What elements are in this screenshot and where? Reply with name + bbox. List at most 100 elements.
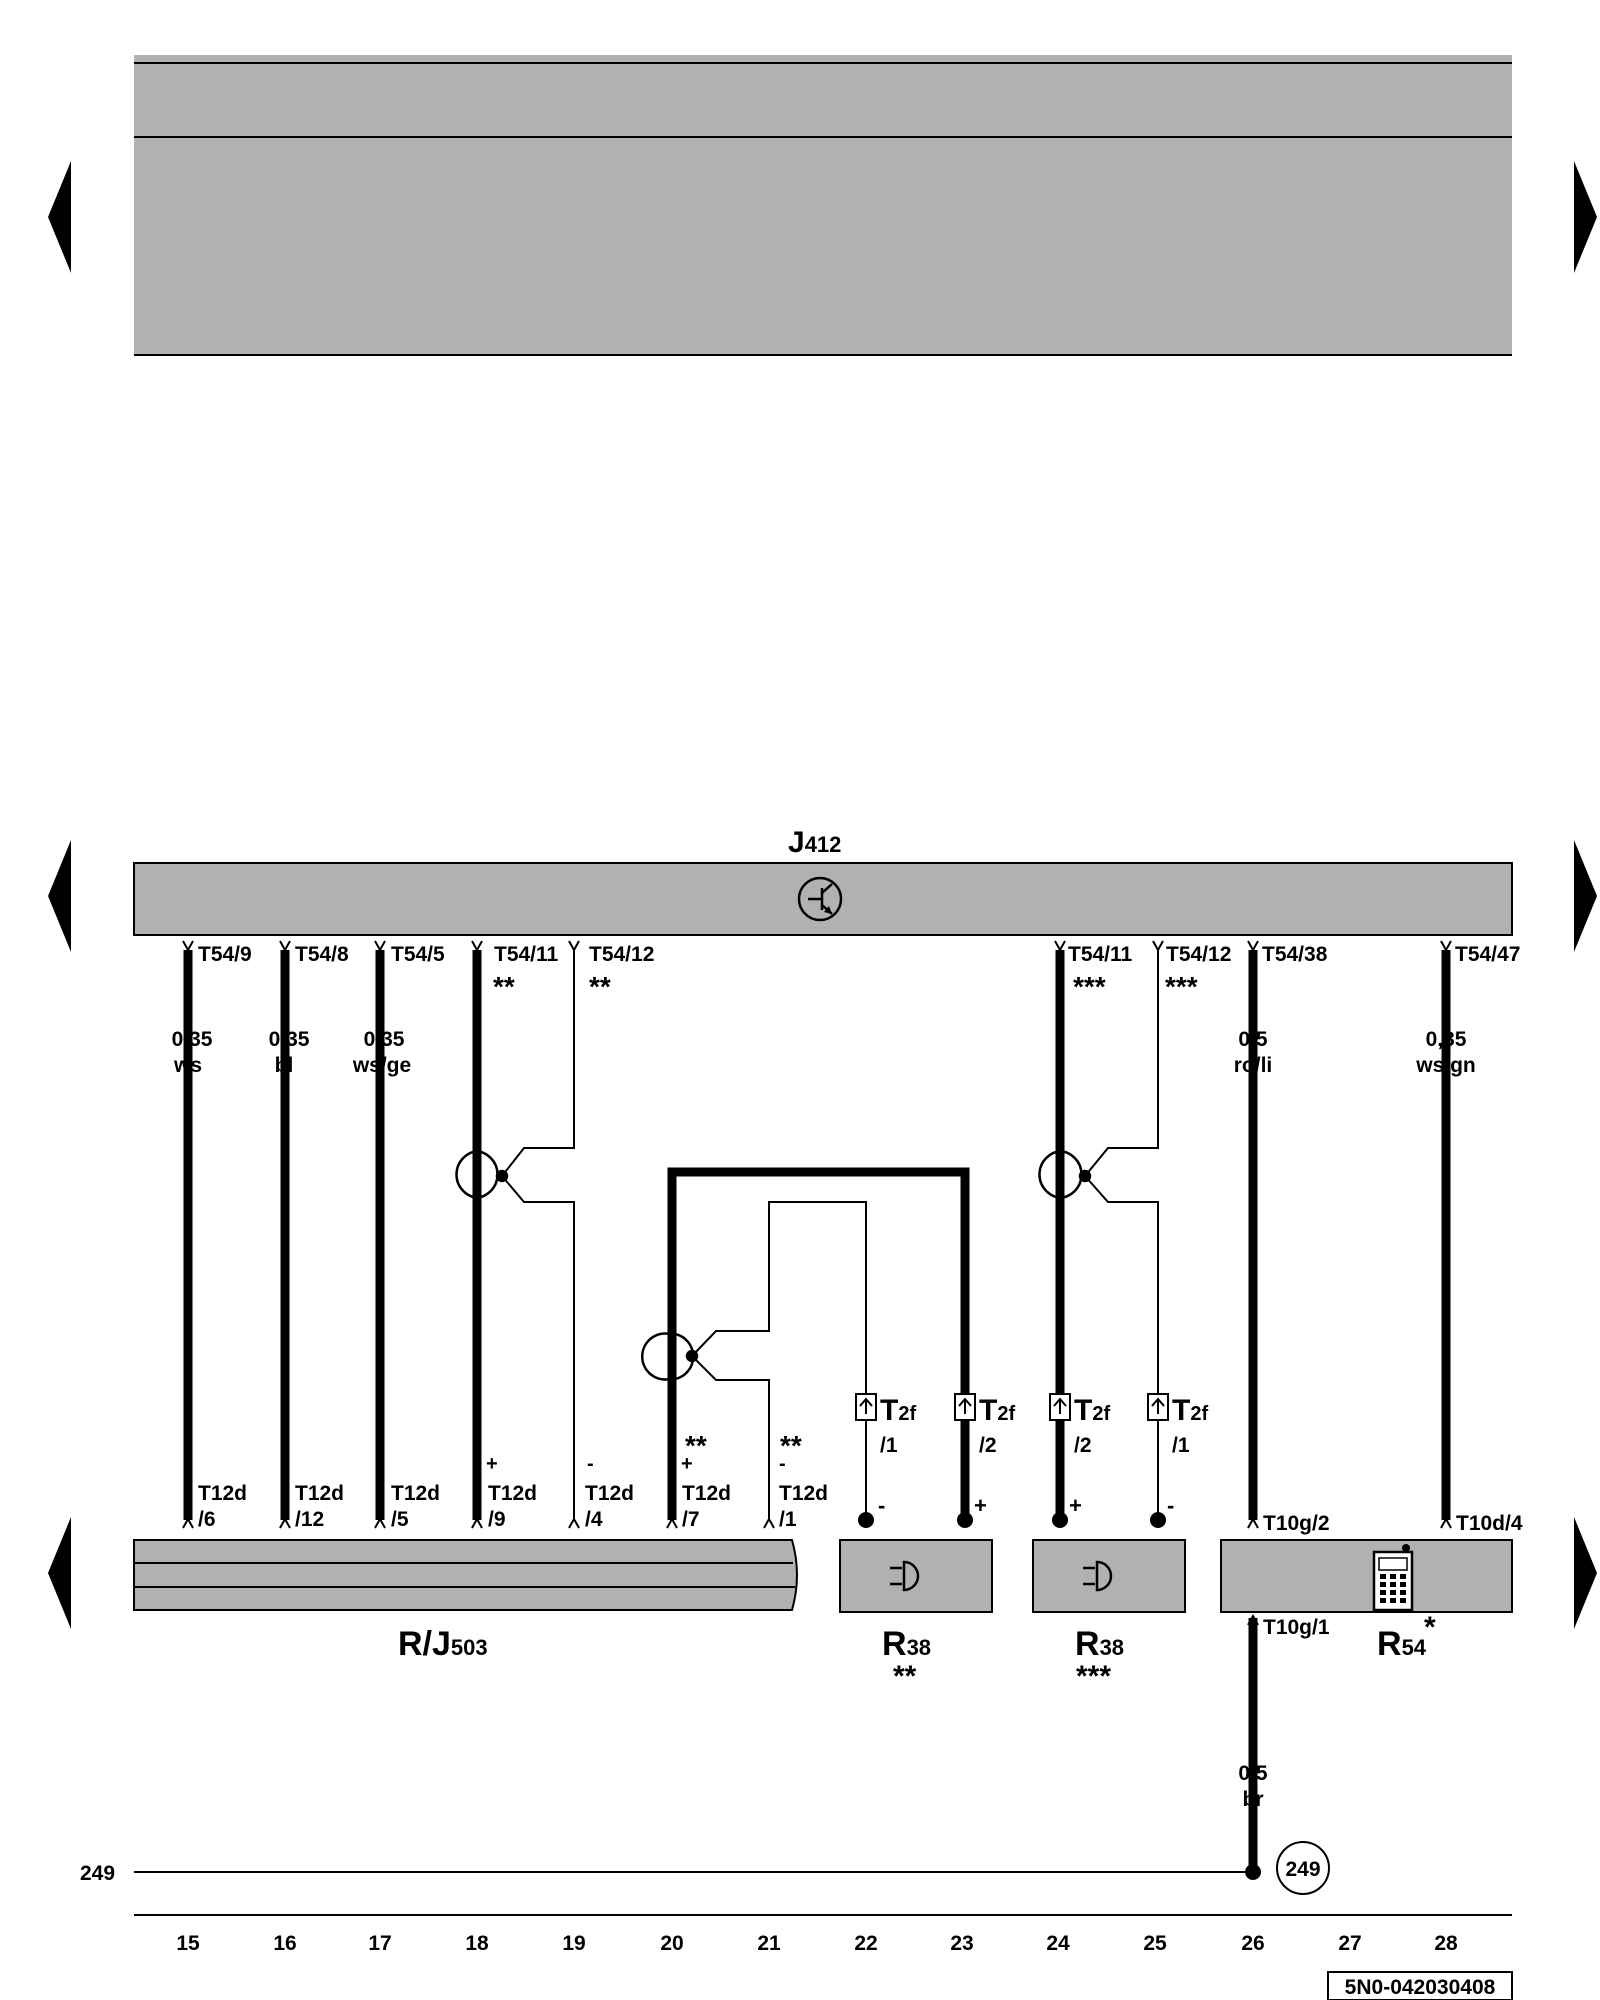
wire-size: 0,35 bbox=[269, 1028, 310, 1051]
wire-color: ws/ge bbox=[352, 1054, 411, 1077]
top-pin: T54/11 bbox=[494, 943, 559, 966]
top-pin: T54/47 bbox=[1455, 943, 1520, 966]
track-number: 20 bbox=[660, 1932, 683, 1955]
top-pin: T54/38 bbox=[1262, 943, 1328, 966]
next-arrow[interactable] bbox=[1574, 1517, 1597, 1629]
plug-label: T2f bbox=[1074, 1394, 1110, 1427]
track-number: 16 bbox=[273, 1932, 296, 1955]
rj503-label: R/J503 bbox=[398, 1625, 488, 1663]
r38-speaker-a bbox=[839, 1539, 993, 1613]
r38-speaker-b bbox=[1032, 1539, 1186, 1613]
wire-size: 0,35 bbox=[1426, 1028, 1467, 1051]
variant-note: ** bbox=[589, 971, 611, 1002]
variant-note: *** bbox=[1165, 971, 1198, 1002]
wire-25 bbox=[1083, 950, 1159, 1520]
wire-size: 0,35 bbox=[172, 1028, 213, 1051]
wire-19 bbox=[500, 950, 575, 1520]
wire-color: ro/li bbox=[1234, 1054, 1273, 1077]
bottom-pin-num: /4 bbox=[585, 1508, 603, 1531]
prev-arrow[interactable] bbox=[48, 840, 71, 952]
wire-size: 0,35 bbox=[364, 1028, 405, 1051]
wire-size: 0,5 bbox=[1238, 1028, 1268, 1051]
track-number: 25 bbox=[1143, 1932, 1167, 1955]
track-number: 26 bbox=[1241, 1932, 1264, 1955]
variant-note: ** bbox=[685, 1430, 707, 1461]
top-pin: T54/12 bbox=[1166, 943, 1231, 966]
polarity-mark: - bbox=[1167, 1493, 1174, 1518]
plug-num: /2 bbox=[979, 1434, 997, 1457]
polarity-mark: - bbox=[587, 1453, 594, 1475]
track-number: 21 bbox=[757, 1932, 781, 1955]
next-arrow[interactable] bbox=[1574, 161, 1597, 273]
plug-num: /2 bbox=[1074, 1434, 1092, 1457]
bottom-pin: T12d bbox=[198, 1482, 247, 1505]
next-arrow[interactable] bbox=[1574, 840, 1597, 952]
ground-ref-label: 249 bbox=[80, 1862, 115, 1885]
plug-num: /1 bbox=[880, 1434, 898, 1457]
wire-color: ws/gn bbox=[1415, 1054, 1476, 1077]
top-pin: T54/9 bbox=[198, 943, 252, 966]
polarity-mark: - bbox=[779, 1453, 786, 1475]
track-number: 19 bbox=[562, 1932, 585, 1955]
variant-note: ** bbox=[493, 971, 515, 1002]
doc-id-box bbox=[1327, 1971, 1513, 2000]
bottom-pin-num: /7 bbox=[682, 1508, 700, 1531]
variant-note: ** bbox=[780, 1430, 802, 1461]
speaker-icon bbox=[890, 1560, 920, 1592]
bottom-pin-num: /5 bbox=[391, 1508, 409, 1531]
track-number: 22 bbox=[854, 1932, 877, 1955]
ground-circle-label: 249 bbox=[1285, 1858, 1320, 1881]
bottom-pin: T12d bbox=[295, 1482, 344, 1505]
ground-reference-circle bbox=[1276, 1841, 1330, 1895]
track-number: 18 bbox=[465, 1932, 489, 1955]
doc-id: 5N0-042030408 bbox=[1345, 1976, 1496, 1999]
plug-icon bbox=[855, 1393, 1169, 1421]
bottom-pin: T12d bbox=[488, 1482, 537, 1505]
r54-label: R54 bbox=[1377, 1625, 1427, 1663]
wire-color: bl bbox=[275, 1054, 294, 1077]
bottom-pin: T10g/2 bbox=[1263, 1512, 1330, 1535]
bottom-pin-num: /6 bbox=[198, 1508, 216, 1531]
bottom-connector-arrows bbox=[182, 1516, 1452, 1626]
track-number: 27 bbox=[1338, 1932, 1361, 1955]
twisted-pair-icon bbox=[1038, 1149, 1092, 1200]
plug-num: /1 bbox=[1172, 1434, 1190, 1457]
polarity-mark: + bbox=[681, 1453, 693, 1475]
plug-label: T2f bbox=[1172, 1394, 1208, 1427]
bottom-pin: T12d bbox=[682, 1482, 731, 1505]
bottom-pin: T12d bbox=[779, 1482, 828, 1505]
plug-label: T2f bbox=[880, 1394, 916, 1427]
bottom-pin-num: /12 bbox=[295, 1508, 324, 1531]
bottom-pin-num: /9 bbox=[488, 1508, 506, 1531]
rj503-unit bbox=[133, 1539, 798, 1611]
top-pin: T54/12 bbox=[589, 943, 654, 966]
wire-size: 0,5 bbox=[1238, 1762, 1268, 1785]
twisted-pair-icon bbox=[641, 1332, 699, 1381]
transistor-symbol-icon bbox=[797, 876, 843, 922]
r54-unit bbox=[1220, 1539, 1513, 1613]
top-connector-arrows bbox=[182, 940, 1452, 953]
plug-label: T2f bbox=[979, 1394, 1015, 1427]
header-band bbox=[134, 55, 1512, 355]
track-number: 15 bbox=[176, 1932, 200, 1955]
variant-note: *** bbox=[1073, 971, 1106, 1002]
top-pin: T54/11 bbox=[1068, 943, 1133, 966]
r38-a-label: R38 bbox=[882, 1625, 931, 1663]
bottom-pin: T10d/4 bbox=[1456, 1512, 1523, 1535]
track-number: 24 bbox=[1046, 1932, 1070, 1955]
prev-arrow[interactable] bbox=[48, 161, 71, 273]
r54-note: * bbox=[1424, 1611, 1436, 1644]
bottom-pin-num: /1 bbox=[779, 1508, 797, 1531]
polarity-mark: + bbox=[486, 1453, 498, 1475]
twisted-pair-icon bbox=[455, 1149, 509, 1200]
top-pin: T54/8 bbox=[295, 943, 349, 966]
bottom-pin: T10g/1 bbox=[1263, 1616, 1330, 1639]
remote-control-icon bbox=[1372, 1544, 1414, 1612]
connector-dots bbox=[858, 1512, 1261, 1880]
r38-b-label: R38 bbox=[1075, 1625, 1124, 1663]
polarity-mark: + bbox=[1069, 1493, 1082, 1518]
bottom-pin: T12d bbox=[585, 1482, 634, 1505]
r38-a-note: ** bbox=[893, 1660, 917, 1693]
prev-arrow[interactable] bbox=[48, 1517, 71, 1629]
